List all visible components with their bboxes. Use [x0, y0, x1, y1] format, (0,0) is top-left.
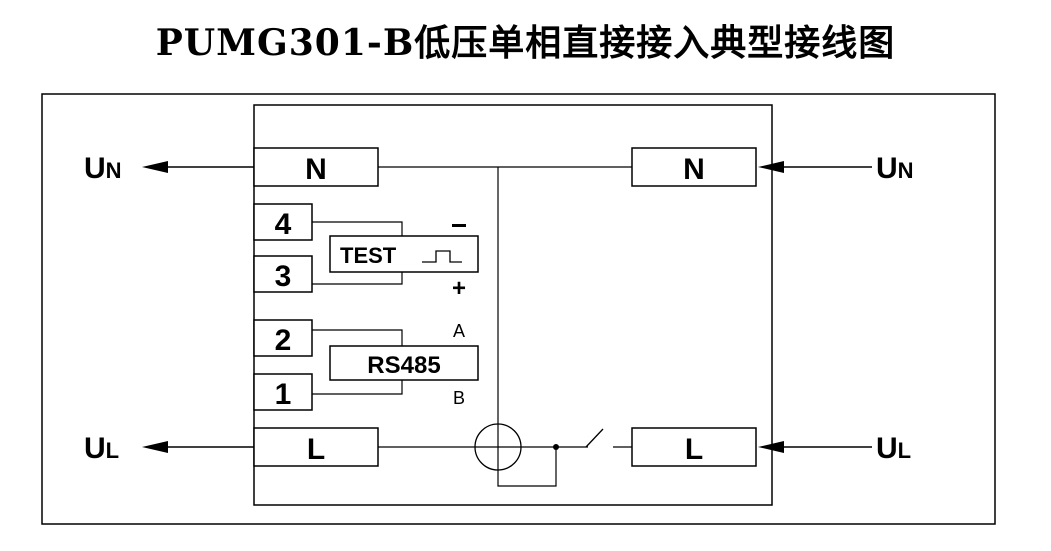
terminal-l-right-label: L — [685, 433, 703, 466]
terminal-n-right: N — [631, 147, 757, 187]
terminal-3: 3 — [253, 255, 313, 293]
terminal-1-label: 1 — [275, 378, 292, 411]
rs485-a-label: A — [453, 321, 465, 341]
rs485-label: RS485 — [367, 352, 440, 379]
rs485-wire-top — [312, 329, 403, 346]
meter-body — [253, 104, 773, 506]
terminal-n-left-label: N — [305, 153, 327, 186]
test-plus-label: + — [452, 275, 466, 302]
terminal-l-left: L — [253, 427, 379, 467]
terminal-4-label: 4 — [275, 208, 292, 241]
terminal-3-label: 3 — [275, 260, 292, 293]
un-right-arrow — [758, 161, 872, 173]
ul-left-label: UL — [84, 432, 119, 465]
terminal-1: 1 — [253, 373, 313, 411]
terminal-4: 4 — [253, 203, 313, 241]
terminal-l-right: L — [631, 427, 757, 467]
terminal-n-left: N — [253, 147, 379, 187]
test-pulse-module: TEST — [329, 235, 479, 273]
terminal-l-left-label: L — [307, 433, 325, 466]
test-wire-top — [312, 221, 403, 236]
test-label: TEST — [340, 243, 397, 268]
diagram-title: PUMG301-B低压单相直接接入典型接线图 — [155, 22, 896, 64]
ul-right-label: UL — [876, 432, 911, 465]
ul-left-arrow — [142, 441, 254, 453]
un-right-label: UN — [876, 152, 914, 185]
test-wire-bottom — [312, 272, 403, 285]
un-left-label: UN — [84, 152, 122, 185]
switch-contact-icon — [585, 428, 604, 448]
un-left-arrow — [142, 161, 254, 173]
rs485-wire-bottom — [312, 380, 403, 395]
test-minus-sign — [452, 224, 466, 227]
pulse-icon — [422, 250, 462, 263]
ul-right-arrow — [758, 441, 872, 453]
rs485-b-label: B — [453, 388, 465, 408]
terminal-2-label: 2 — [275, 324, 292, 357]
outer-frame — [41, 93, 996, 525]
ct-return-wire — [497, 447, 557, 487]
terminal-n-right-label: N — [683, 153, 705, 186]
current-transformer-icon — [474, 423, 522, 471]
terminal-2: 2 — [253, 319, 313, 357]
rs485-module: RS485 — [329, 345, 479, 381]
